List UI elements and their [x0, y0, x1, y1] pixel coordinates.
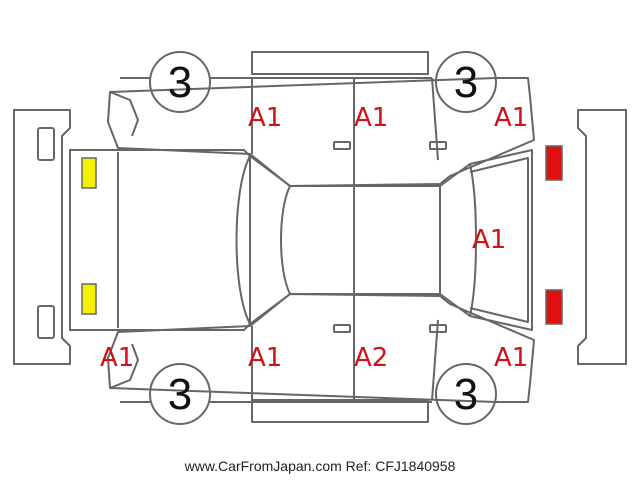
front-bumper: [13, 109, 71, 365]
taillight-top: [545, 145, 563, 181]
mark-rear-window: A1: [472, 225, 506, 255]
rear-bumper: [577, 109, 627, 365]
headlight-bottom: [81, 283, 97, 315]
taillight-bottom: [545, 289, 563, 325]
mark-top-front-door: A1: [248, 103, 282, 133]
wheel-rear-right-number: 3: [454, 370, 478, 419]
mark-top-rear-door: A1: [354, 103, 388, 133]
wheel-front-right-number: 3: [168, 370, 192, 419]
car-top-view: [69, 149, 533, 331]
mark-bottom-rear-door: A2: [354, 343, 388, 373]
mark-bottom-front-door: A1: [248, 343, 282, 373]
wheel-front-right: [149, 363, 211, 425]
wheel-rear-right: [435, 363, 497, 425]
wheel-rear-left: [435, 51, 497, 113]
mark-bottom-front-fender: A1: [100, 343, 134, 373]
headlight-top: [81, 157, 97, 189]
mark-bottom-rear-quarter: A1: [494, 343, 528, 373]
wheel-front-left: [149, 51, 211, 113]
wheel-front-left-number: 3: [168, 58, 192, 107]
mark-top-rear-quarter: A1: [494, 103, 528, 133]
watermark-text: www.CarFromJapan.com Ref: CFJ1840958: [184, 458, 456, 474]
wheel-rear-left-number: 3: [454, 58, 478, 107]
